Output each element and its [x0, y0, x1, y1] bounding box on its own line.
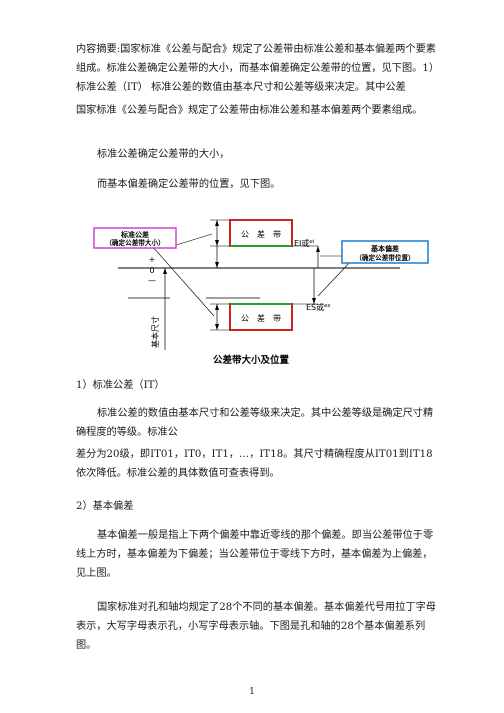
paragraph: 标准公差的数值由基本尺寸和公差等级来决定。其中公差等级是确定尺寸精确程度的等级。… — [76, 408, 434, 438]
arrowhead — [215, 304, 219, 310]
page-number: 1 — [249, 687, 255, 697]
standard-tolerance-label-box — [93, 227, 177, 249]
arrowhead — [312, 298, 316, 304]
tolerance-zone-figure: 公 差 带 公 差 带 标准公差 （确定公差带大小） EI或ei ES或es — [93, 219, 429, 366]
standard-tolerance-sublabel: （确定公差带大小） — [105, 238, 164, 247]
basic-deviation-label-box — [341, 240, 429, 264]
zero-minus-sign: — — [148, 276, 156, 285]
paragraph: 而基本偏差确定公差带的位置，见下图。 — [97, 179, 281, 190]
basic-deviation-label: 基本偏差 — [370, 244, 399, 253]
upper-tolerance-band — [229, 219, 293, 247]
zero-mark: 0 — [149, 266, 154, 275]
basic-deviation-sublabel: （确定公差带位置） — [355, 253, 414, 262]
section-heading: 2）基本偏差 — [76, 501, 134, 512]
zero-plus-sign: + — [149, 255, 156, 264]
paragraph: 国家标准对孔和轴均规定了28个不同的基本偏差。基本偏差代号用拉丁字母表示，大写字… — [76, 602, 436, 651]
section-heading: 1）标准公差（IT） — [76, 380, 165, 391]
leader-line — [317, 259, 353, 297]
leader-line — [172, 233, 213, 247]
summary-paragraph: 内容摘要:国家标准《公差与配合》规定了公差带由标准公差和基本偏差两个要素组成。标… — [76, 44, 436, 93]
leader-line — [151, 245, 215, 317]
ei-label: EI或ei — [294, 238, 315, 248]
figure-caption: 公差带大小及位置 — [213, 354, 290, 366]
paragraph: 标准公差确定公差带的大小， — [97, 149, 230, 160]
arrowhead — [163, 268, 167, 274]
arrowhead — [215, 324, 219, 330]
standard-tolerance-label: 标准公差 — [120, 230, 149, 239]
paragraph: 差分为20级，即IT01，IT0，IT1，…，IT18。其尺寸精确程度从IT01… — [76, 449, 433, 479]
es-label: ES或es — [306, 302, 331, 312]
arrowhead — [215, 240, 219, 246]
lower-band-label: 公 差 带 — [241, 313, 281, 323]
paragraph: 国家标准《公差与配合》规定了公差带由标准公差和基本偏差两个要素组成。 — [76, 105, 423, 116]
arrowhead — [316, 246, 320, 252]
arrowhead — [215, 220, 219, 226]
basic-size-label: 基本尺寸 — [150, 316, 160, 348]
lower-tolerance-band — [229, 303, 293, 331]
paragraph: 基本偏差一般是指上下两个偏差中靠近零线的那个偏差。即当公差带位于零线上方时，基本… — [76, 530, 434, 579]
upper-band-label: 公 差 带 — [241, 229, 281, 239]
arrowhead — [215, 262, 219, 268]
